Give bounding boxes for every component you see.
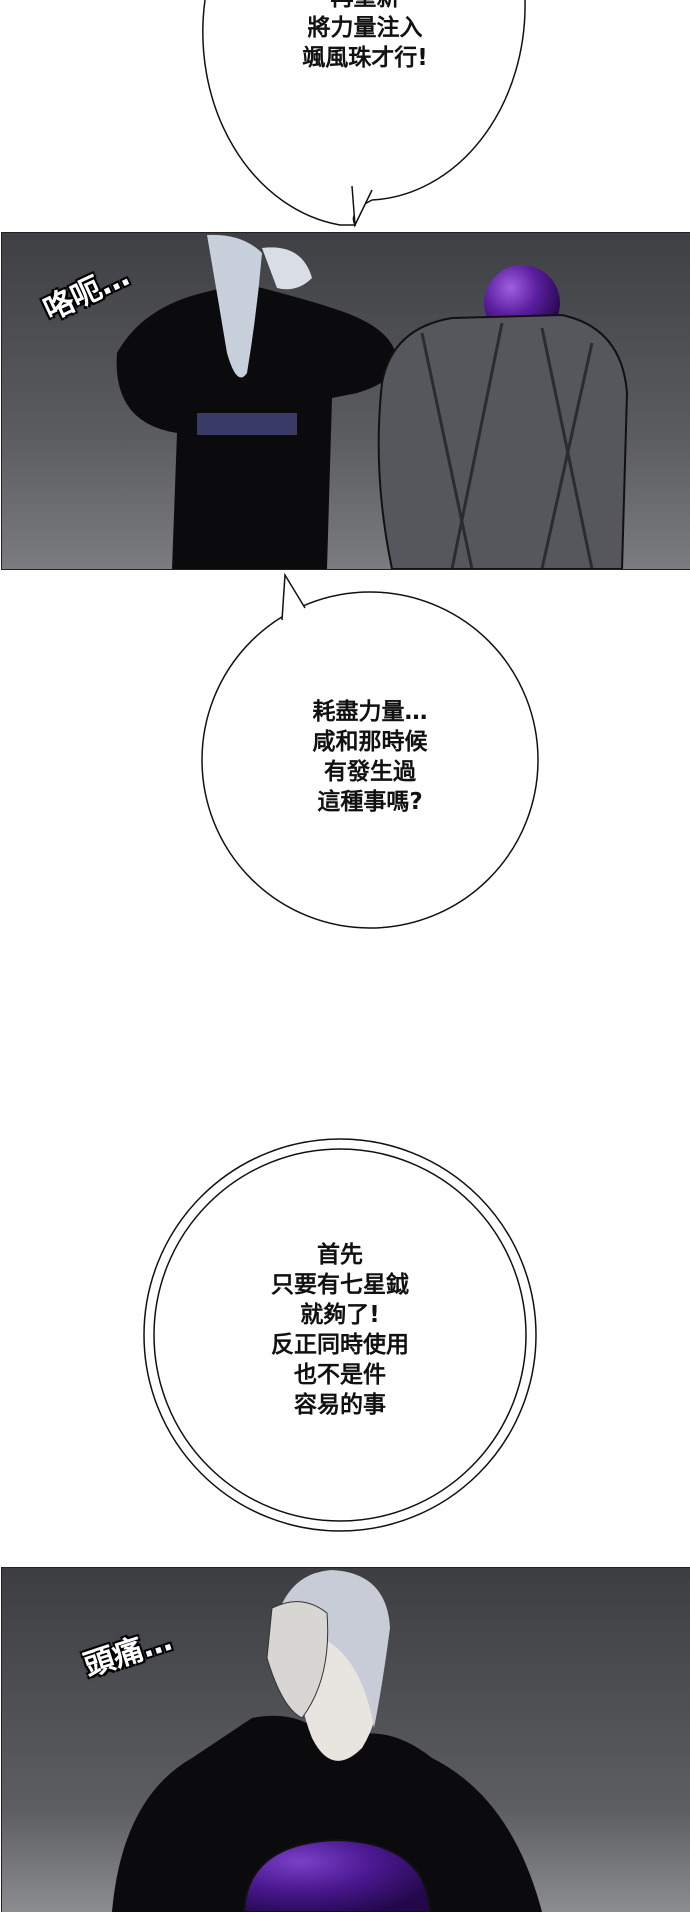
panel-2-art	[2, 1568, 690, 1912]
hand-on-face	[266, 1601, 329, 1719]
bubble-2-text: 耗盡力量… 咸和那時候 有發生過 這種事嗎?	[312, 699, 428, 815]
purple-orb	[242, 1838, 432, 1912]
sash	[197, 413, 297, 435]
bubble-1-area: 再重新 將力量注入 颯風珠才行!	[0, 0, 690, 240]
speech-bubble-1	[202, 0, 526, 228]
speech-bubble-2	[201, 572, 539, 929]
bubble-1-text: 再重新 將力量注入 颯風珠才行!	[302, 0, 428, 71]
rock	[377, 313, 629, 569]
rock-cracks	[420, 322, 594, 569]
speech-bubble-3	[143, 1138, 537, 1532]
white-hair	[207, 234, 262, 378]
panel-1-art	[2, 233, 690, 569]
bubble-3-text: 首先 只要有七星鉞 就夠了! 反正同時使用 也不是件 容易的事	[271, 1242, 409, 1418]
character-robe	[112, 1715, 542, 1912]
hair-topknot	[262, 247, 312, 290]
panel-2-headache: 頭痛…	[1, 1567, 690, 1912]
panel-1-back-view: 咯呃…	[1, 232, 690, 570]
